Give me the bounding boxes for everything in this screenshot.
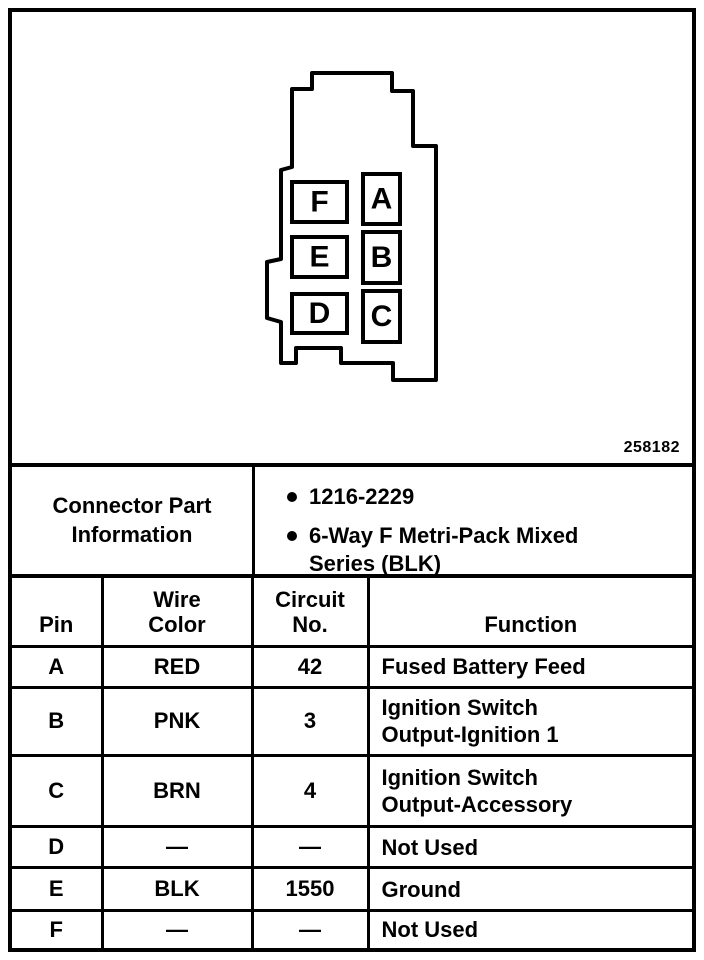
- circuit-no-cell: 4: [250, 754, 370, 829]
- pin-function-table-section: Pin Wire Color Circuit No. Function A RE…: [12, 578, 692, 948]
- pin-cavity-e: [290, 235, 349, 279]
- bullet-icon: [287, 492, 297, 502]
- wire-color-cell: PNK: [100, 685, 254, 758]
- function-cell: Fused Battery Feed: [366, 644, 692, 689]
- pin-label-d: D: [309, 297, 331, 330]
- wire-color-cell: RED: [100, 644, 254, 689]
- pin-cavity-c: [361, 289, 402, 344]
- pin-label-f: F: [310, 186, 328, 219]
- bullet-icon: [287, 530, 297, 541]
- header-circuit-no: Circuit No.: [250, 578, 370, 648]
- header-wire-color: Wire Color: [100, 578, 254, 648]
- connector-drawing: F E D A B C: [265, 71, 438, 382]
- table-row-pin-e: E BLK 1550 Ground: [12, 866, 692, 913]
- part-info-list: 1216-2229 6-Way F Metri-Pack Mixed Serie…: [255, 467, 692, 576]
- manual-page: F E D A B C 258182 Connector Part Inform…: [8, 8, 696, 952]
- circuit-no-cell: 42: [250, 644, 370, 689]
- pin-label-b: B: [371, 241, 393, 274]
- pin-cell: F: [12, 909, 104, 948]
- pin-cell: D: [12, 825, 104, 870]
- pin-label-e: E: [309, 241, 329, 274]
- table-row-pin-f: F — — Not Used: [12, 909, 692, 948]
- pin-cavity-d: [290, 292, 349, 335]
- table-row-pin-b: B PNK 3 Ignition Switch Output-Ignition …: [12, 685, 692, 758]
- connector-diagram-section: F E D A B C 258182: [12, 12, 692, 467]
- circuit-no-cell: —: [250, 825, 370, 870]
- pin-cell: C: [12, 754, 104, 829]
- wire-color-cell: BRN: [100, 754, 254, 829]
- table-header-row: Pin Wire Color Circuit No. Function: [12, 578, 692, 648]
- wire-color-cell: —: [100, 825, 254, 870]
- circuit-no-cell: 3: [250, 685, 370, 758]
- pin-function-table: Pin Wire Color Circuit No. Function A RE…: [12, 578, 692, 948]
- table-row-pin-d: D — — Not Used: [12, 825, 692, 870]
- circuit-no-cell: 1550: [250, 866, 370, 913]
- header-function: Function: [366, 578, 692, 648]
- table-row-pin-c: C BRN 4 Ignition Switch Output-Accessory: [12, 754, 692, 829]
- pin-cell: B: [12, 685, 104, 758]
- pin-cavity-f: [290, 180, 349, 224]
- pin-cell: E: [12, 866, 104, 913]
- connector-part-info-section: Connector Part Information 1216-2229 6-W…: [12, 467, 692, 578]
- wire-color-cell: BLK: [100, 866, 254, 913]
- pin-cavity-b: [361, 230, 402, 285]
- function-cell: Ground: [366, 866, 692, 913]
- header-pin: Pin: [12, 578, 104, 648]
- pin-label-c: C: [371, 300, 393, 333]
- part-number: 1216-2229: [309, 484, 415, 509]
- part-info-item: 6-Way F Metri-Pack Mixed Series (BLK): [287, 522, 682, 579]
- function-cell: Ignition Switch Output-Accessory: [366, 754, 692, 829]
- table-row-pin-a: A RED 42 Fused Battery Feed: [12, 644, 692, 689]
- part-info-heading: Connector Part Information: [12, 467, 255, 574]
- wire-color-cell: —: [100, 909, 254, 948]
- function-cell: Ignition Switch Output-Ignition 1: [366, 685, 692, 758]
- pin-label-a: A: [371, 183, 393, 216]
- pin-cell: A: [12, 644, 104, 689]
- circuit-no-cell: —: [250, 909, 370, 948]
- function-cell: Not Used: [366, 825, 692, 870]
- part-info-item: 1216-2229: [287, 483, 682, 512]
- figure-number: 258182: [623, 439, 680, 456]
- connector-series: 6-Way F Metri-Pack Mixed Series (BLK): [309, 522, 579, 577]
- function-cell: Not Used: [366, 909, 692, 948]
- pin-cavity-a: [361, 172, 402, 226]
